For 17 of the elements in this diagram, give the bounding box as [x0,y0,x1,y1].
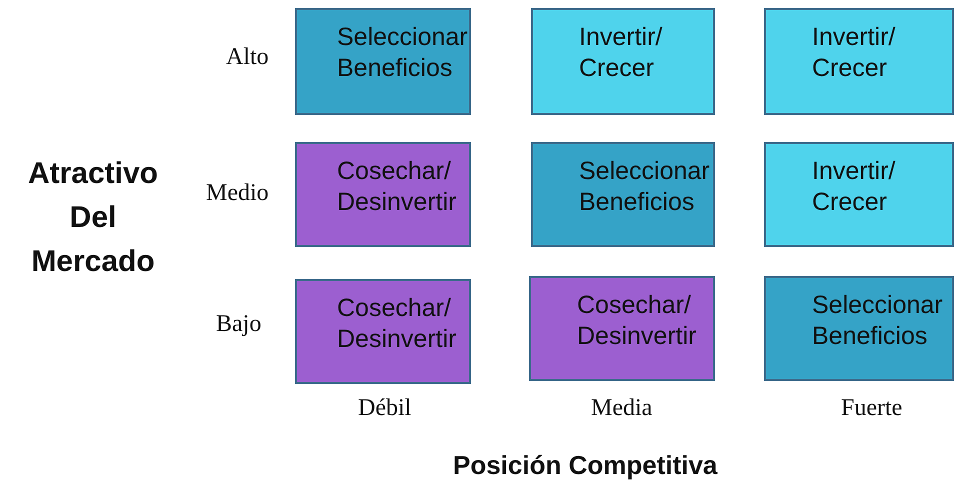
column-label: Media [591,395,652,422]
column-label: Débil [358,395,412,422]
axis-title: Atractivo Del Mercado [26,156,160,280]
strategy-cell: Seleccionar Beneficios [764,276,954,381]
row-label: Medio [206,180,269,207]
row-label: Bajo [216,311,262,338]
strategy-cell: Invertir/ Crecer [764,8,954,115]
strategy-cell: Cosechar/ Desinvertir [295,279,471,384]
column-label: Fuerte [841,395,902,422]
strategy-cell: Cosechar/ Desinvertir [529,276,715,381]
strategy-cell: Invertir/ Crecer [531,8,715,115]
axis-title: Posición Competitiva [453,450,718,481]
strategy-cell: Invertir/ Crecer [764,142,954,247]
strategy-cell: Seleccionar Beneficios [531,142,715,247]
strategy-cell: Seleccionar Beneficios [295,8,471,115]
row-label: Alto [226,44,269,71]
strategy-cell: Cosechar/ Desinvertir [295,142,471,247]
